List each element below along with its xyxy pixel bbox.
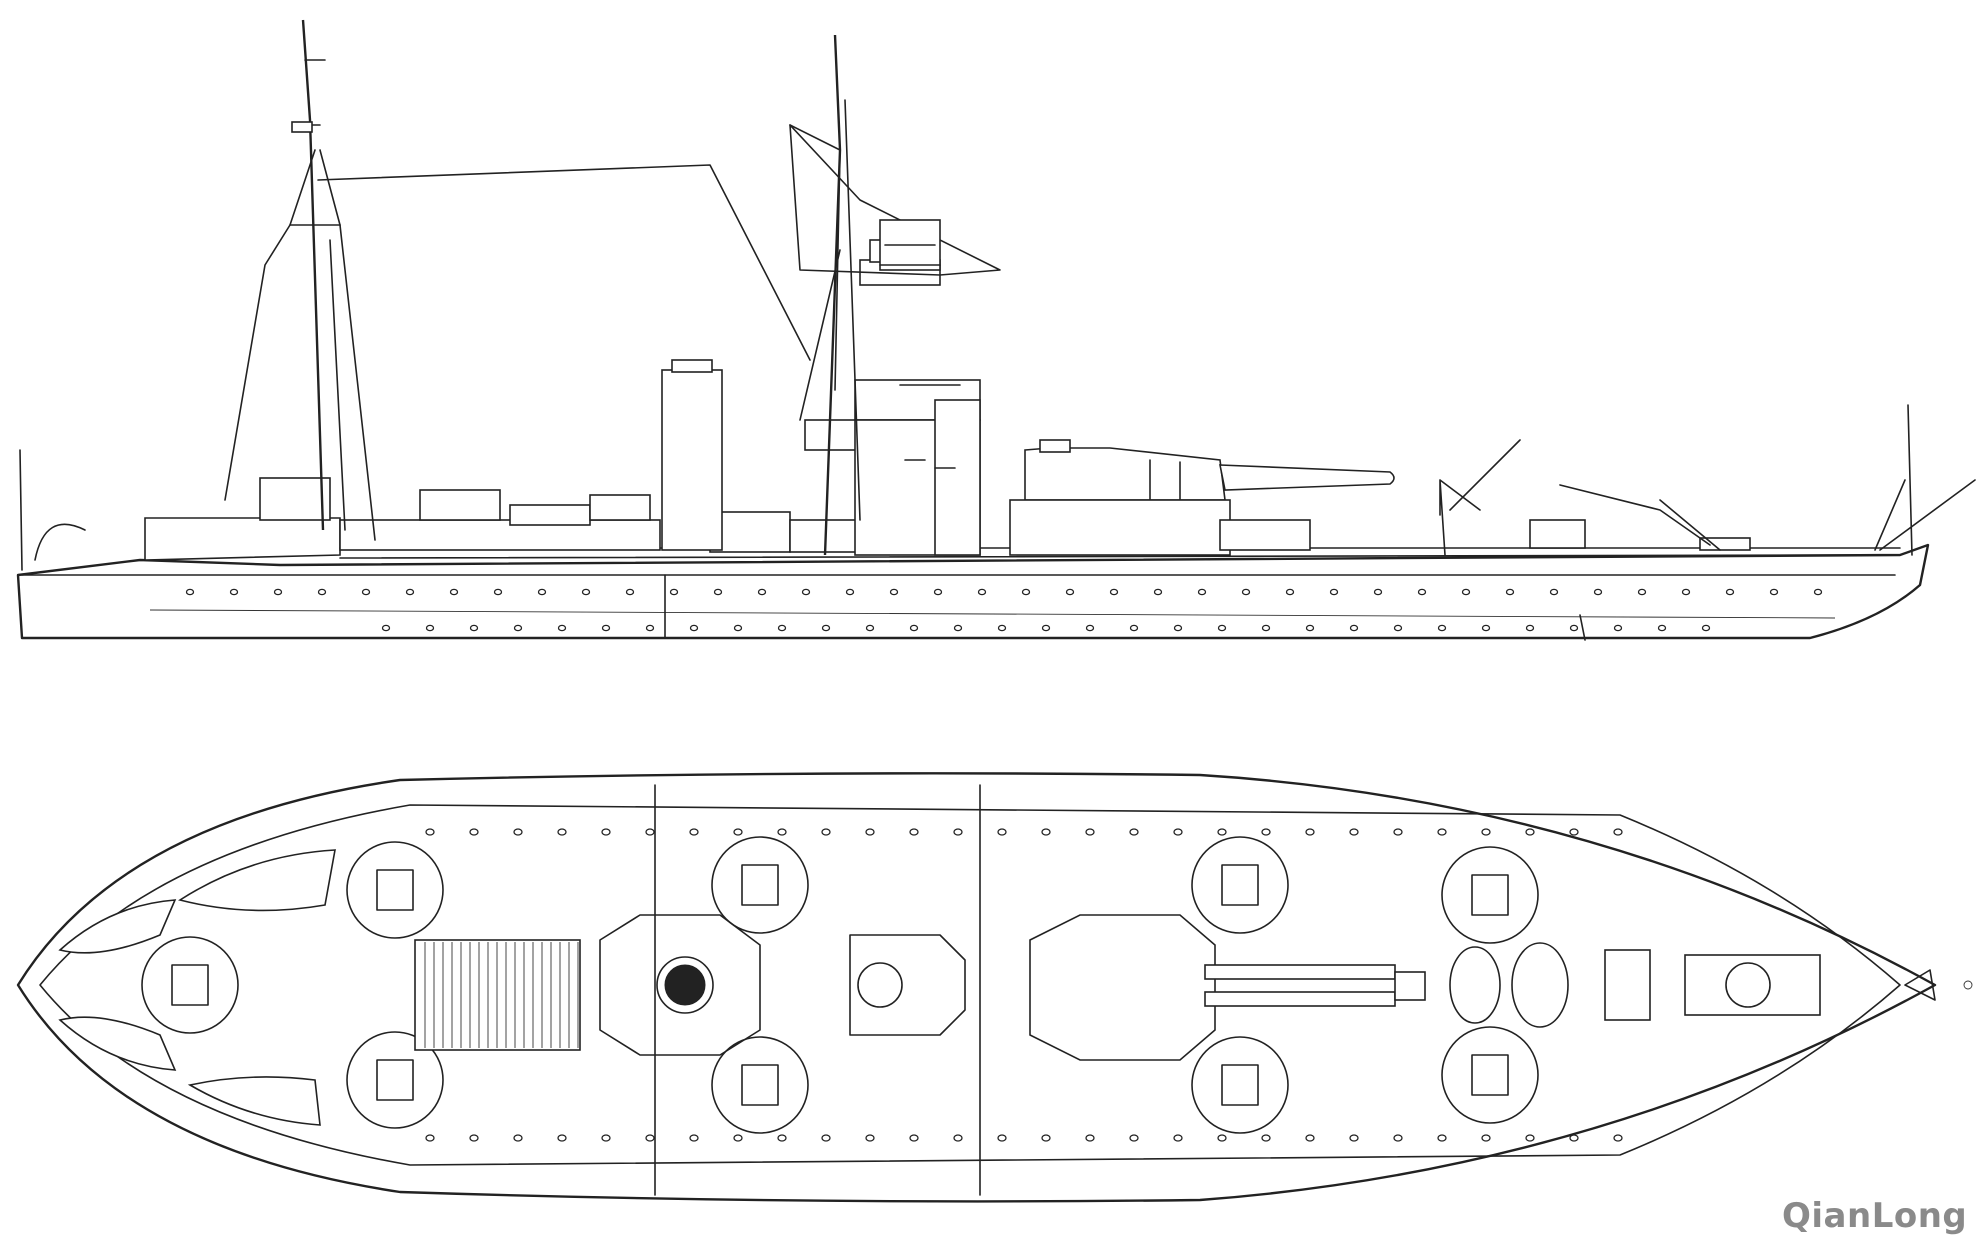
deck-scuttles <box>425 828 1623 1142</box>
forecastle-deck <box>144 517 341 561</box>
main-turret-plan <box>1029 914 1426 1061</box>
main-gun-turret <box>1009 439 1395 556</box>
turret-barbettes <box>141 836 1539 1134</box>
grating-deck <box>414 939 581 1051</box>
foremast <box>224 19 811 541</box>
funnel <box>661 369 723 551</box>
hull-side-profile <box>16 543 1930 640</box>
portholes <box>185 588 1823 632</box>
top-plan-view <box>16 772 1973 1203</box>
side-elevation-view <box>16 19 1976 641</box>
mainmast <box>789 34 1001 556</box>
hull-plan-outline <box>16 772 1937 1203</box>
bridge-superstructure <box>804 239 981 556</box>
ship-boats <box>58 849 336 1126</box>
watermark-text: QianLong <box>1782 1196 1968 1236</box>
